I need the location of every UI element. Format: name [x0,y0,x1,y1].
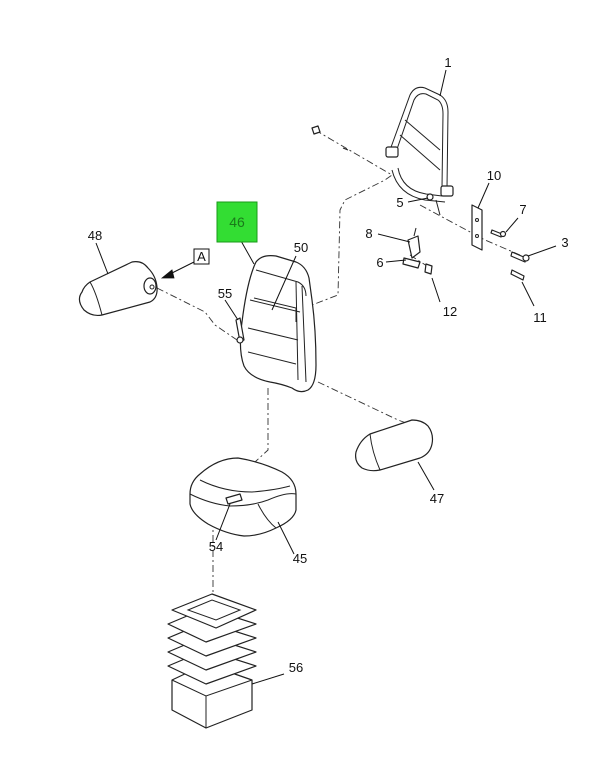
view-reference-label: A [197,249,206,264]
part-11-bolt [510,269,525,281]
part-10-bracket [471,204,483,251]
callout-45[interactable]: 45 [293,551,307,566]
callout-46[interactable]: 46 [229,214,245,230]
callout-5[interactable]: 5 [396,195,403,210]
callout-12[interactable]: 12 [443,304,457,319]
callout-3[interactable]: 3 [561,235,568,250]
callout-47[interactable]: 47 [430,491,444,506]
part-8-lever [407,227,421,259]
bolt-hardware [311,125,349,151]
part-54-cushion-lever [225,493,243,505]
callout-11[interactable]: 11 [533,310,547,325]
part-1-frame [385,86,454,216]
part-12-screw [424,263,433,275]
part-56-bellows [167,593,257,729]
part-45-seat-cushion [189,457,297,537]
callout-labels: 1 3 5 6 7 8 10 11 12 45 46 47 48 50 54 5… [88,55,569,675]
part-6-link [402,257,421,269]
callout-1[interactable]: 1 [444,55,451,70]
highlight-box [216,201,258,243]
part-7-bolt [490,229,507,238]
callout-6[interactable]: 6 [376,255,383,270]
assembly-lines [156,129,521,600]
part-48-armrest-left [78,261,158,317]
callout-8[interactable]: 8 [365,226,372,241]
callout-54[interactable]: 54 [209,539,223,554]
callout-10[interactable]: 10 [487,168,501,183]
part-3-bolt [510,251,530,263]
callout-56[interactable]: 56 [289,660,303,675]
view-reference-a: A [160,248,210,279]
part-46-seat-back [239,255,317,393]
part-55-seat-back-lever [235,317,245,344]
callout-55[interactable]: 55 [218,286,232,301]
callout-48[interactable]: 48 [88,228,102,243]
leader-lines [95,69,557,685]
part-47-armrest-right [355,419,434,472]
callout-50[interactable]: 50 [294,240,308,255]
callout-7[interactable]: 7 [519,202,526,217]
